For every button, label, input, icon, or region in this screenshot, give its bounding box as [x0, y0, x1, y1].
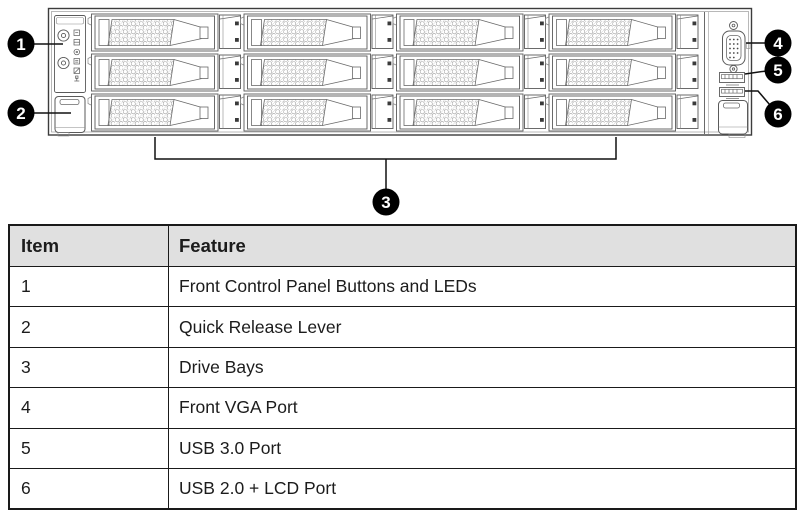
cell-item: 4 [10, 388, 169, 428]
server-front-diagram: 1 2 3 4 5 6 [7, 7, 792, 216]
callout-2: 2 [7, 99, 35, 127]
cell-item: 6 [10, 468, 169, 509]
led-icon-3 [73, 48, 80, 56]
cell-feature: Front Control Panel Buttons and LEDs [179, 276, 477, 297]
front-control-panel [54, 15, 86, 93]
status-led-icons [73, 29, 80, 82]
cell-feature: Front VGA Port [179, 397, 298, 418]
quick-release-lever-left [54, 96, 86, 137]
cell-item: 2 [10, 307, 169, 347]
table-row: 3 Drive Bays [10, 346, 795, 388]
led-icon-4 [73, 58, 80, 65]
cell-item: 1 [10, 267, 169, 307]
callout-3: 3 [372, 188, 400, 216]
cell-feature: USB 3.0 Port [179, 437, 282, 458]
led-icon-1 [73, 29, 80, 36]
cell-item: 3 [10, 347, 169, 388]
callout-4: 4 [764, 29, 792, 57]
led-icon-6 [74, 75, 80, 82]
svg-text:6: 6 [773, 105, 782, 124]
svg-text:3: 3 [381, 193, 390, 212]
vga-port [722, 21, 751, 74]
quick-release-lever-right [718, 100, 748, 138]
usb2-lcd-port [719, 87, 745, 99]
table-header-row: Item Feature [10, 226, 795, 266]
table-row: 4 Front VGA Port [10, 387, 795, 428]
svg-text:2: 2 [16, 104, 25, 123]
led-icon-5 [73, 67, 80, 74]
callout-1: 1 [7, 30, 35, 58]
right-io-panel [704, 12, 751, 138]
callout-lines [34, 42, 771, 190]
drive-bays-bracket [154, 137, 617, 160]
header-item: Item [10, 226, 169, 266]
table-row: 2 Quick Release Lever [10, 306, 795, 347]
cell-feature: Quick Release Lever [179, 316, 342, 337]
led-icon-2 [73, 39, 80, 46]
feature-table: Item Feature 1 Front Control Panel Butto… [8, 224, 797, 510]
usb3-port [719, 72, 745, 86]
table-row: 5 USB 3.0 Port [10, 427, 795, 468]
header-feature: Feature [179, 235, 246, 256]
callout-6: 6 [764, 100, 792, 128]
svg-text:1: 1 [16, 35, 25, 54]
svg-text:5: 5 [773, 61, 782, 80]
cell-item: 5 [10, 428, 169, 468]
drive-bay-grid [87, 13, 699, 132]
table-row: 6 USB 2.0 + LCD Port [10, 467, 795, 509]
uid-button-icon [57, 56, 70, 70]
table-row: 1 Front Control Panel Buttons and LEDs [10, 266, 795, 307]
callout-5: 5 [764, 56, 792, 84]
svg-text:4: 4 [773, 34, 783, 53]
cell-feature: Drive Bays [179, 356, 264, 377]
power-button-icon [57, 29, 70, 42]
cell-feature: USB 2.0 + LCD Port [179, 478, 337, 499]
